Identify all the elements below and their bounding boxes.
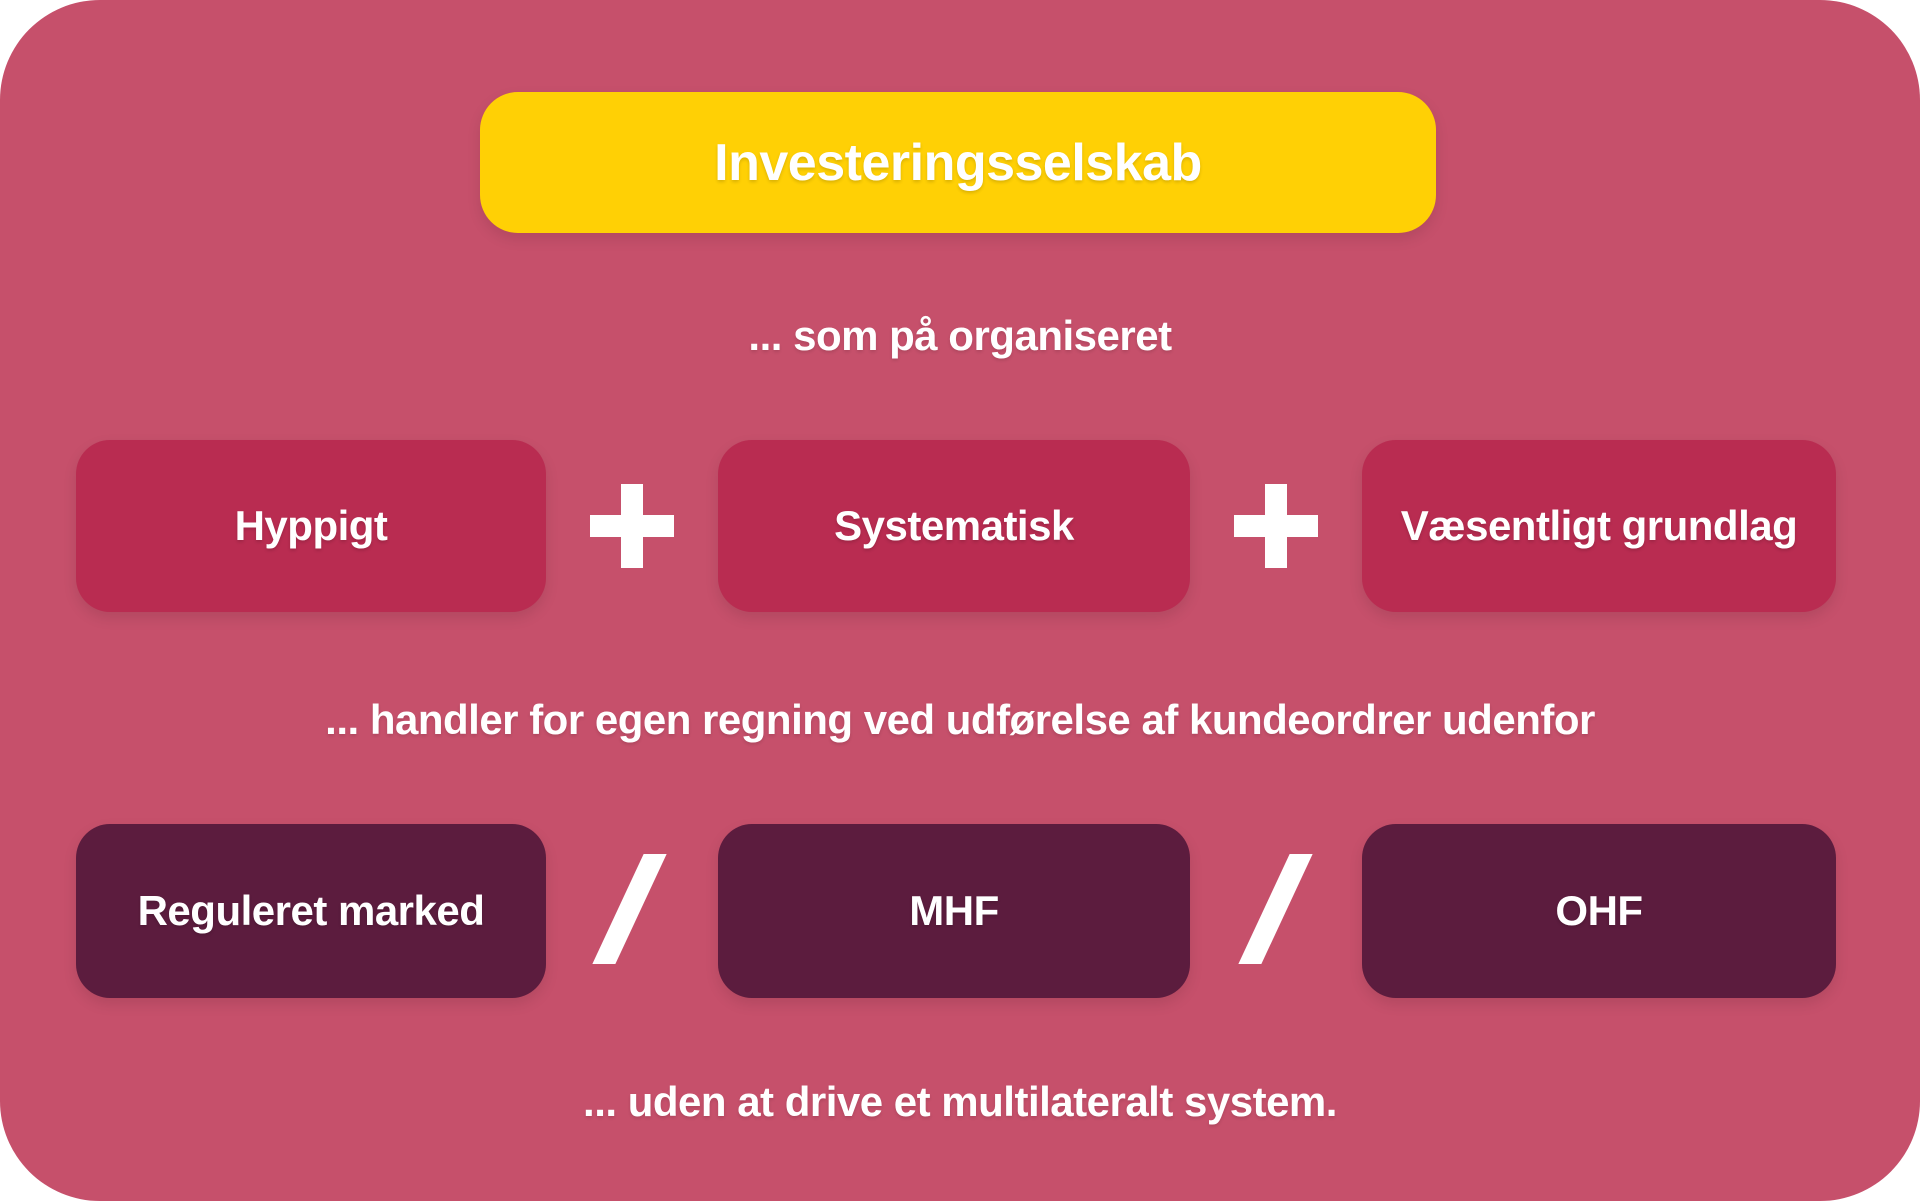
plus-icon — [590, 484, 674, 568]
criteria-label: Hyppigt — [234, 502, 388, 549]
intro-line: ... som på organiseret — [748, 312, 1172, 359]
slash-icon — [592, 854, 667, 964]
criteria-label: Systematisk — [834, 502, 1074, 549]
venue-label: MHF — [909, 887, 999, 934]
venue-box-mhf: MHF — [718, 824, 1190, 998]
criteria-label: Væsentligt grundlag — [1400, 502, 1798, 549]
criteria-box-systematisk: Systematisk — [718, 440, 1190, 612]
venue-box-reguleret-marked: Reguleret marked — [76, 824, 546, 998]
criteria-box-vaesentligt-grundlag: Væsentligt grundlag — [1362, 440, 1836, 612]
plus-icon — [1234, 484, 1318, 568]
venue-label: Reguleret marked — [137, 887, 485, 934]
middle-line: ... handler for egen regning ved udførel… — [325, 696, 1595, 743]
closing-line: ... uden at drive et multilateralt syste… — [583, 1078, 1337, 1125]
venue-box-ohf: OHF — [1362, 824, 1836, 998]
title-box: Investeringsselskab — [480, 92, 1436, 233]
title-label: Investeringsselskab — [714, 133, 1202, 192]
venue-label: OHF — [1555, 887, 1643, 934]
criteria-box-hyppigt: Hyppigt — [76, 440, 546, 612]
slash-icon — [1238, 854, 1313, 964]
